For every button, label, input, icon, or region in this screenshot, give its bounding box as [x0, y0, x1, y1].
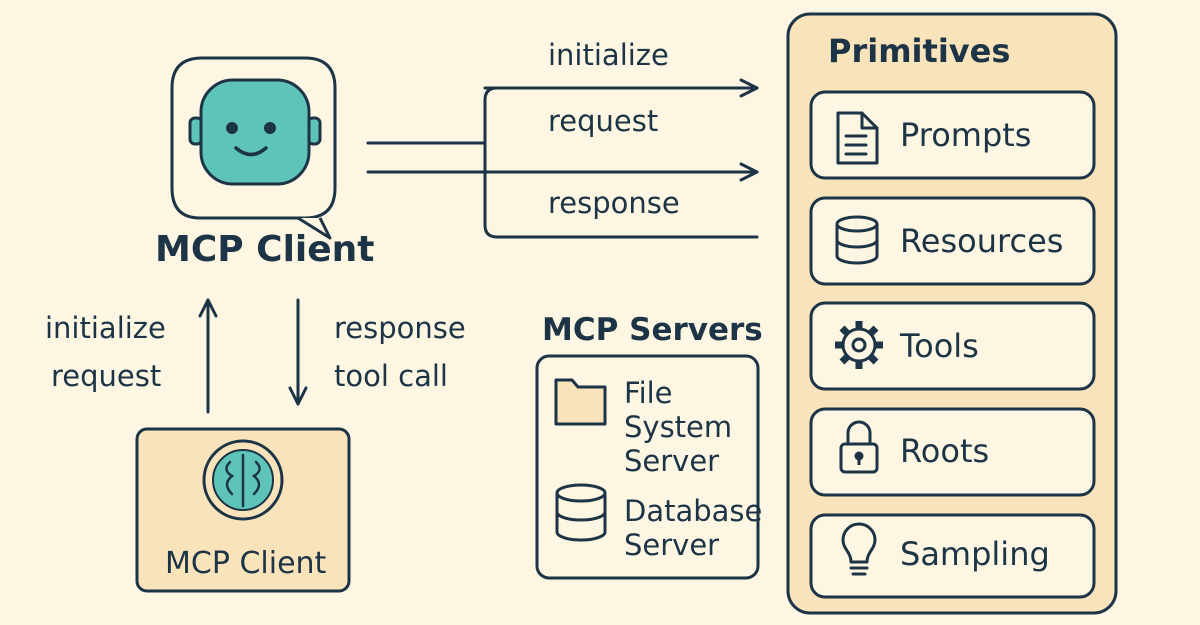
flow-label-request: request: [548, 104, 659, 138]
up-flow-label-request: request: [51, 359, 162, 393]
document-icon: [836, 111, 879, 165]
primitive-label-roots: Roots: [900, 432, 990, 470]
client-top-title: MCP Client: [155, 229, 375, 270]
primitive-label-prompts: Prompts: [900, 116, 1032, 154]
primitive-label-sampling: Sampling: [900, 535, 1050, 573]
gear-icon: [835, 321, 883, 369]
flow-label-initialize: initialize: [548, 38, 669, 72]
down-flow-label-response: response: [334, 311, 466, 345]
flow-label-response: response: [548, 186, 680, 220]
speech-bubble-tail: [297, 216, 332, 240]
server-database-icon: [555, 483, 607, 542]
primitive-box-roots: [809, 407, 1096, 497]
servers-title: MCP Servers: [542, 312, 763, 348]
server-item-database: Database Server: [624, 494, 763, 562]
flow-lines: [366, 78, 759, 239]
primitive-box-sampling: [809, 513, 1096, 599]
primitives-title: Primitives: [828, 32, 1011, 70]
brain-icon: [202, 439, 284, 521]
folder-icon: [554, 378, 607, 426]
down-flow-label-tool-call: tool call: [334, 359, 448, 393]
primitive-box-tools: [809, 301, 1096, 391]
server-item-file-system: File System Server: [624, 376, 733, 478]
lock-icon: [839, 420, 879, 474]
primitive-label-tools: Tools: [900, 327, 979, 365]
client-bottom-title: MCP Client: [165, 546, 327, 581]
up-flow-label-initialize: initialize: [45, 311, 166, 345]
primitive-box-prompts: [809, 90, 1096, 180]
primitive-label-resources: Resources: [900, 222, 1064, 260]
lightbulb-icon: [841, 522, 877, 576]
robot-icon: [188, 78, 322, 186]
database-icon: [835, 215, 879, 265]
primitive-box-resources: [809, 196, 1096, 286]
